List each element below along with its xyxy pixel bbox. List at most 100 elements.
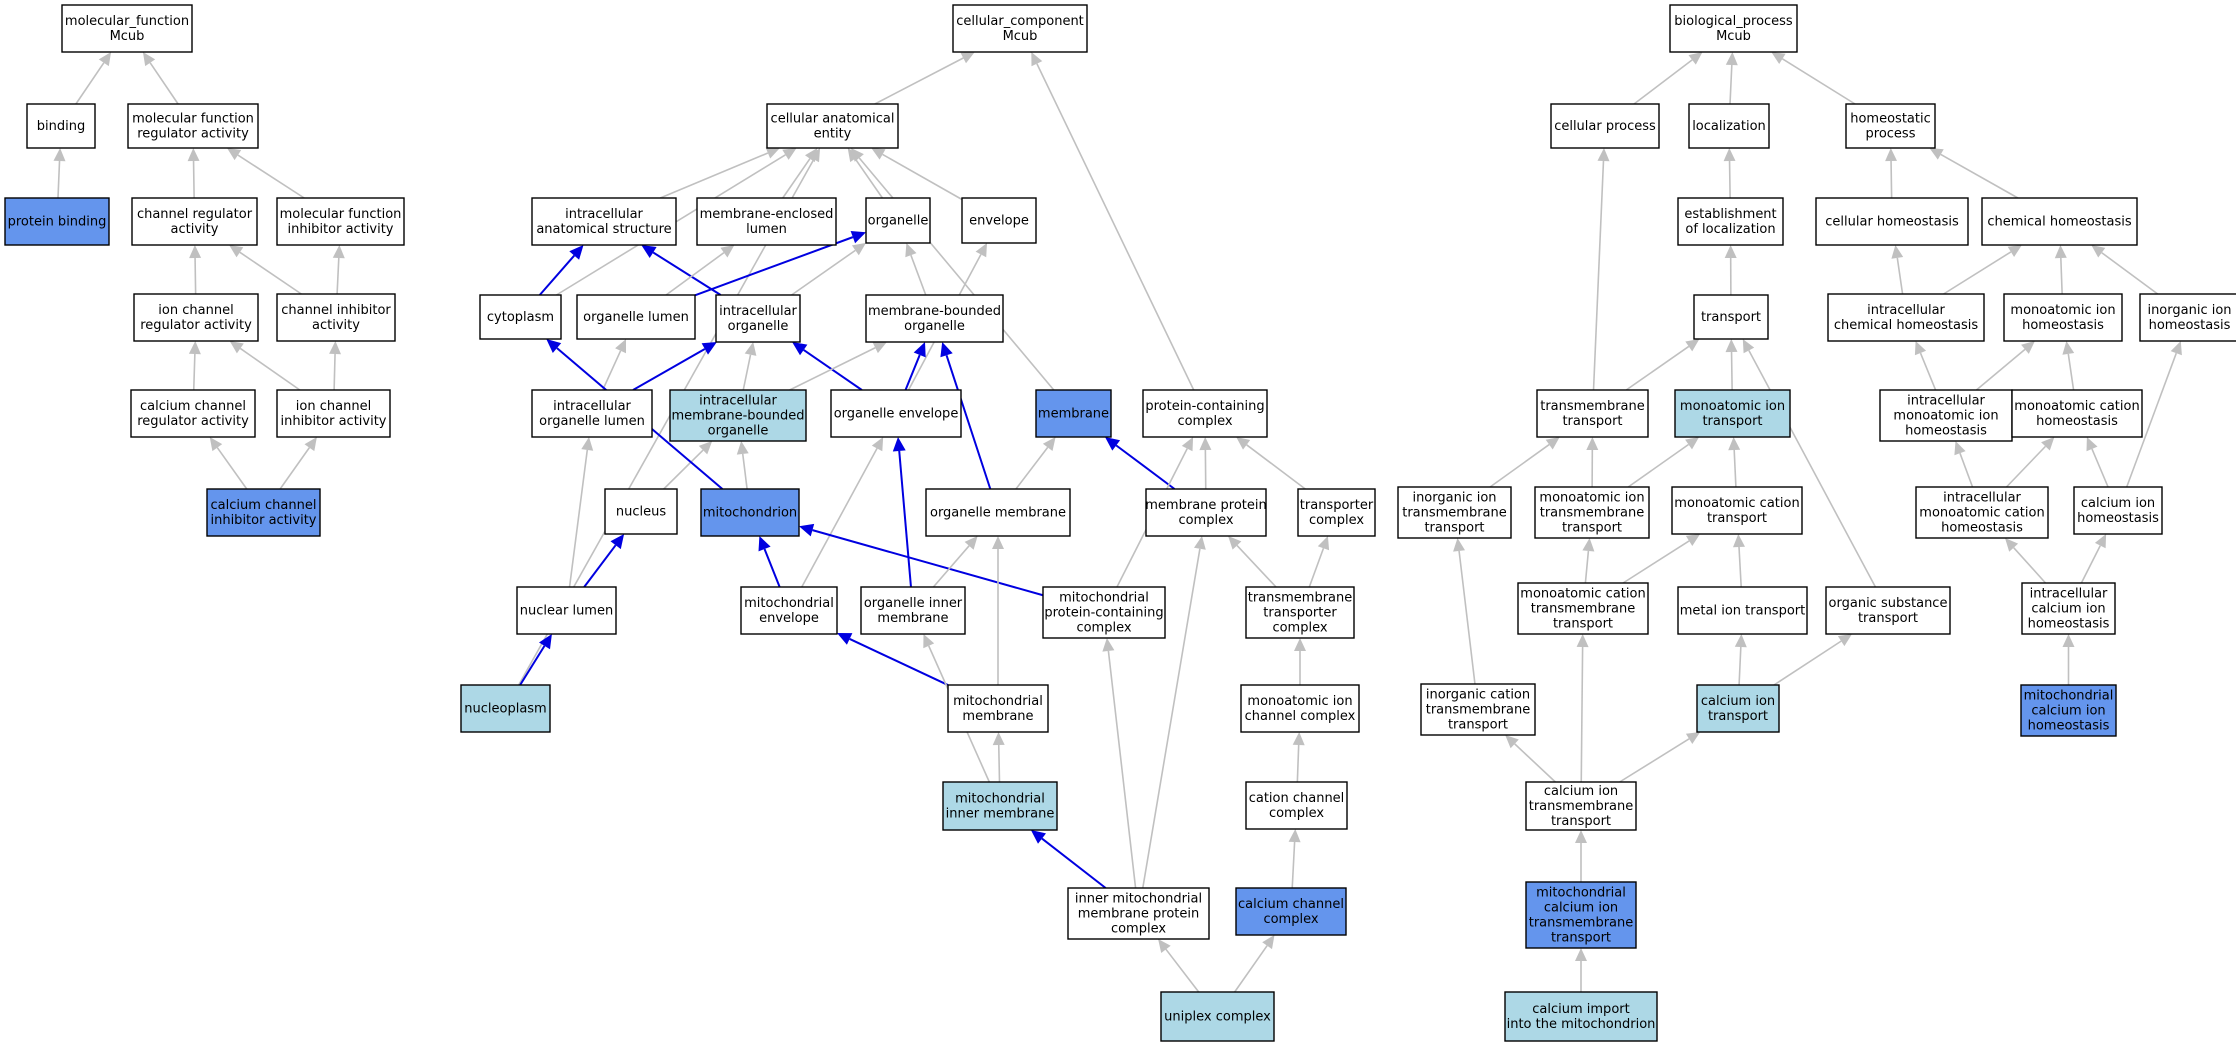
node-uni[interactable]: uniplex complex xyxy=(1160,991,1275,1042)
edge-line xyxy=(1781,58,1856,105)
edge-arrowhead xyxy=(329,341,341,355)
node-org[interactable]: organelle xyxy=(865,197,931,244)
node-loc[interactable]: localization xyxy=(1688,103,1770,149)
node-env[interactable]: envelope xyxy=(961,197,1037,244)
node-box xyxy=(276,197,405,246)
node-om[interactable]: organelle membrane xyxy=(925,488,1071,537)
node-mtt[interactable]: metal ion transport xyxy=(1677,586,1808,635)
edge-arrowhead xyxy=(1545,437,1560,450)
node-np[interactable]: nucleoplasm xyxy=(460,684,551,733)
node-orgl[interactable]: organelle lumen xyxy=(576,294,696,340)
node-ch[interactable]: cellular homeostasis xyxy=(1815,197,1969,246)
node-binding[interactable]: binding xyxy=(26,103,96,149)
node-memb[interactable]: membrane xyxy=(1035,389,1112,438)
node-trans[interactable]: transport xyxy=(1693,294,1769,340)
node-box xyxy=(1845,103,1936,149)
edge-arrowhead xyxy=(1181,437,1194,452)
edge-mitt-tt xyxy=(1586,437,1599,488)
node-label-line: intracellular xyxy=(565,207,643,222)
node-pb[interactable]: protein binding xyxy=(4,197,110,246)
edge-arrowhead xyxy=(1725,339,1738,353)
edge-line xyxy=(1733,449,1737,488)
edge-line xyxy=(601,350,622,391)
node-label-line: transmembrane xyxy=(1540,399,1645,414)
edge-arrowhead xyxy=(1576,634,1589,648)
node-label-line: calcium ion xyxy=(2031,602,2105,617)
node-label-line: complex xyxy=(1272,621,1327,636)
node-label-line: organelle xyxy=(904,319,965,334)
edge-arrowhead xyxy=(546,339,562,353)
node-cyto[interactable]: cytoplasm xyxy=(479,294,562,340)
node-nuc[interactable]: nucleus xyxy=(604,488,678,535)
node-mito[interactable]: mitochondrion xyxy=(700,488,800,537)
edge-mpcc-mito xyxy=(799,523,1044,597)
node-label-line: transport xyxy=(1858,611,1918,626)
edge-imch-mch xyxy=(2005,437,2055,488)
edge-line xyxy=(1514,743,1556,783)
edge-line xyxy=(1115,444,1176,490)
edge-line xyxy=(333,353,336,391)
node-oe[interactable]: organelle envelope xyxy=(830,389,962,438)
edge-line xyxy=(1896,257,1904,295)
edge-arrowhead xyxy=(808,148,821,163)
node-nl[interactable]: nuclear lumen xyxy=(516,586,617,635)
node-chemh[interactable]: chemical homeostasis xyxy=(1981,197,2138,246)
node-cp[interactable]: cellular process xyxy=(1550,103,1660,149)
edge-line xyxy=(1975,348,2026,391)
